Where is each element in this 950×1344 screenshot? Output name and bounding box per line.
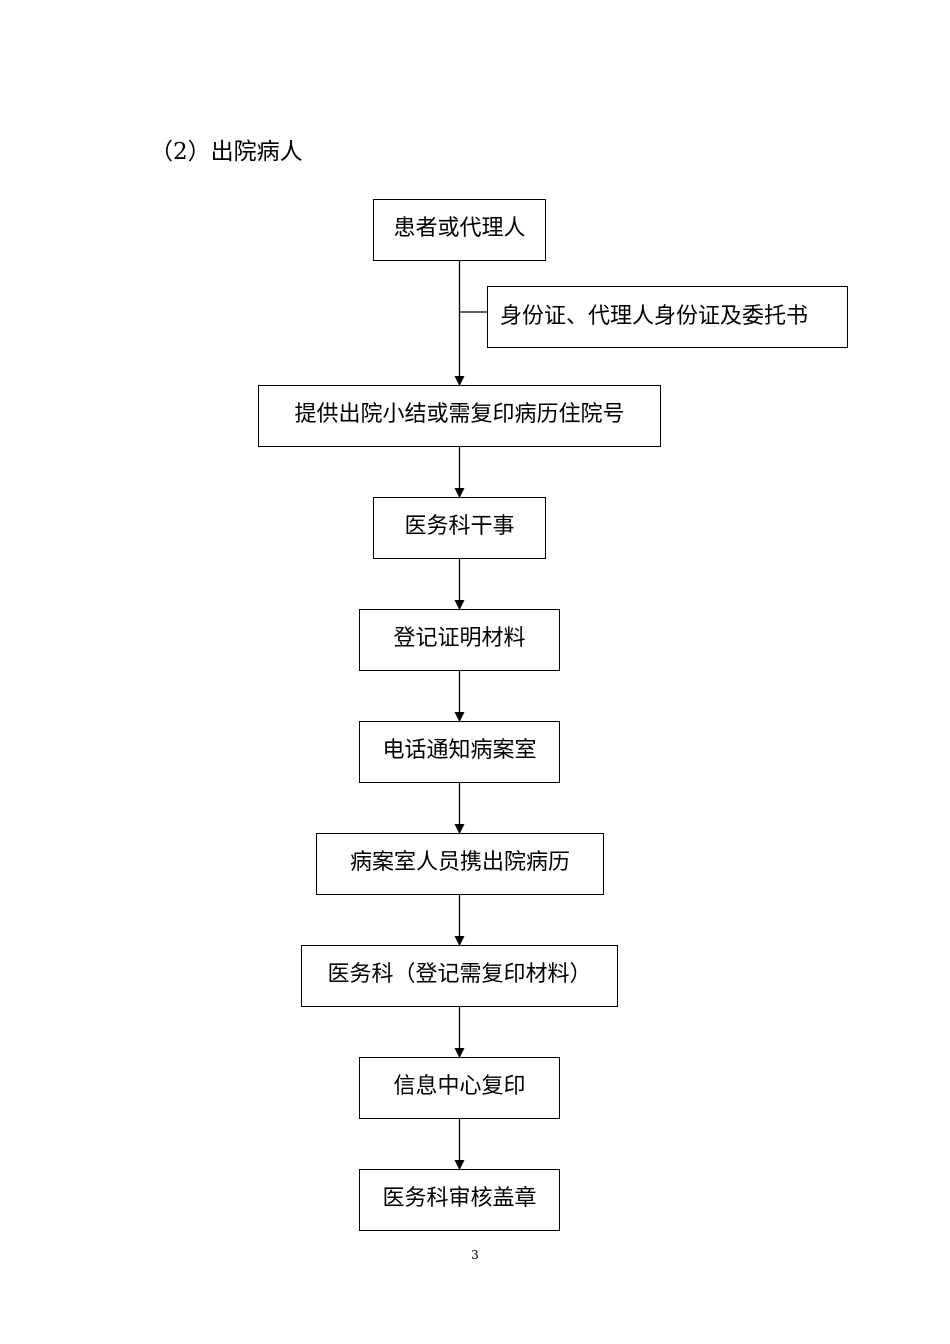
flow-step-box: 医务科审核盖章 xyxy=(359,1169,560,1231)
flow-start-box: 患者或代理人 xyxy=(373,199,546,261)
flow-step-box: 病案室人员携出院病历 xyxy=(316,833,604,895)
flow-step-box: 医务科（登记需复印材料） xyxy=(301,945,618,1007)
flow-step-box: 电话通知病案室 xyxy=(359,721,560,783)
required-documents-note: 身份证、代理人身份证及委托书 xyxy=(487,286,848,348)
flow-step-box: 医务科干事 xyxy=(373,497,546,559)
flow-step-box: 登记证明材料 xyxy=(359,609,560,671)
section-heading: （2）出院病人 xyxy=(150,139,303,165)
flow-step-box: 提供出院小结或需复印病历住院号 xyxy=(258,385,661,447)
flow-step-box: 信息中心复印 xyxy=(359,1057,560,1119)
page-number: 3 xyxy=(471,1248,479,1262)
